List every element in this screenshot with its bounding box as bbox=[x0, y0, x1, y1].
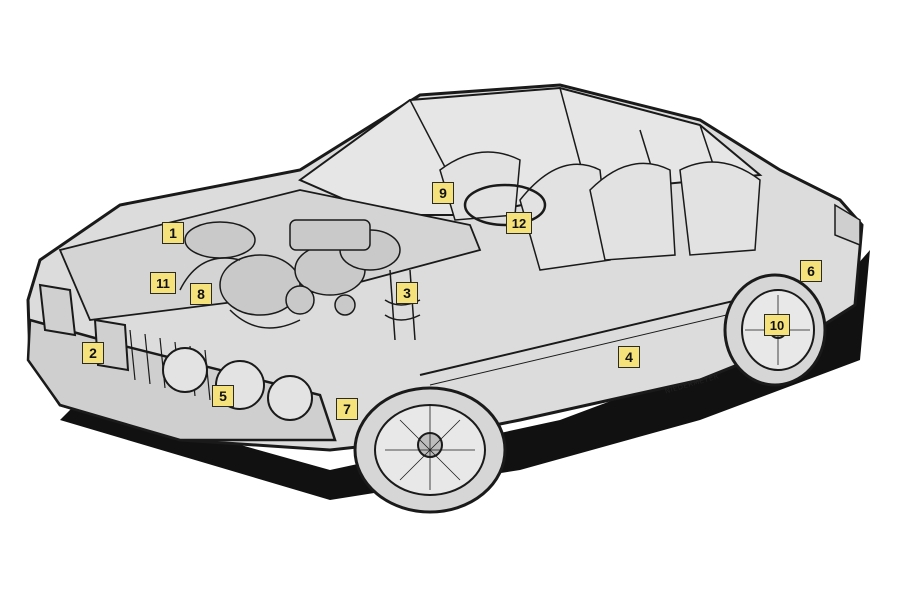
callout-3[interactable]: 3 bbox=[396, 282, 418, 304]
callout-4[interactable]: 4 bbox=[618, 346, 640, 368]
callout-7[interactable]: 7 bbox=[336, 398, 358, 420]
callout-9[interactable]: 9 bbox=[432, 182, 454, 204]
callout-11[interactable]: 11 bbox=[150, 272, 176, 294]
front-wheel bbox=[353, 386, 507, 514]
callout-1[interactable]: 1 bbox=[162, 222, 184, 244]
callout-2[interactable]: 2 bbox=[82, 342, 104, 364]
callout-6[interactable]: 6 bbox=[800, 260, 822, 282]
callout-10[interactable]: 10 bbox=[764, 314, 790, 336]
callout-5[interactable]: 5 bbox=[212, 385, 234, 407]
callout-12[interactable]: 12 bbox=[506, 212, 532, 234]
callout-8[interactable]: 8 bbox=[190, 283, 212, 305]
